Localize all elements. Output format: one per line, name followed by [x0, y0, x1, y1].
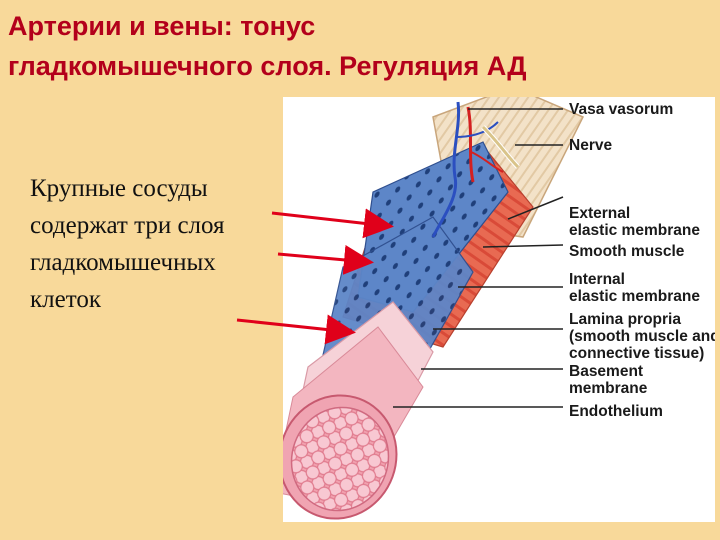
arrow-outer-muscle-layer	[272, 213, 388, 226]
arrow-middle-muscle-layer	[278, 254, 368, 262]
arrow-inner-muscle-layer	[237, 320, 350, 332]
